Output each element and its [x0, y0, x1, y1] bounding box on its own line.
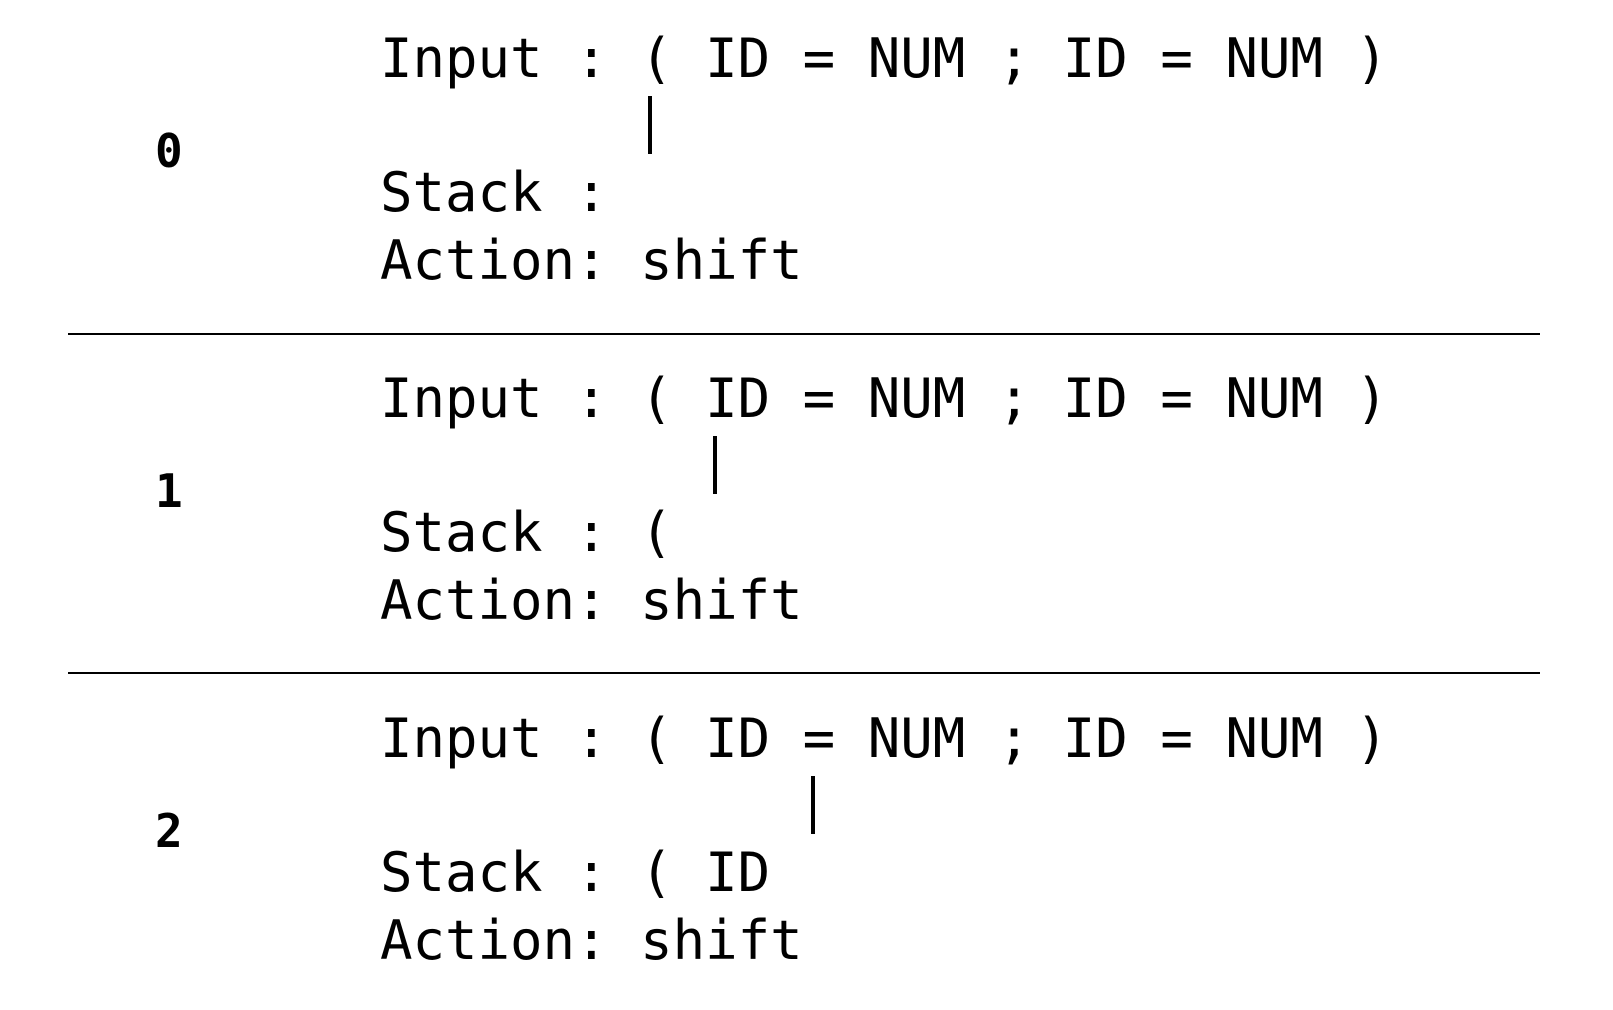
input-token: = — [1160, 27, 1193, 90]
input-tokens: ( ID = NUM ; ID = NUM ) — [640, 367, 1388, 430]
input-token: ID — [1062, 27, 1128, 90]
input-token: ; — [997, 707, 1031, 770]
input-cursor — [811, 776, 815, 834]
input-token: ( — [640, 367, 673, 430]
step-divider — [68, 333, 1540, 335]
stack-label: Stack : — [380, 161, 641, 224]
parse-step-1: 1 Input : ( ID = NUM ; ID = NUM ) Stack … — [0, 340, 1613, 670]
input-token: ID — [1062, 367, 1128, 430]
step-number: 1 — [155, 464, 183, 518]
action-value: shift — [640, 229, 803, 292]
action-label: Action: — [380, 569, 641, 632]
action-line: Action: shift — [380, 574, 803, 628]
input-token: ID — [1062, 707, 1128, 770]
input-token: NUM — [1225, 367, 1323, 430]
input-token: ID — [705, 27, 771, 90]
input-token: NUM — [867, 707, 966, 770]
stack-line: Stack : ( — [380, 506, 673, 560]
input-line: Input : ( ID = NUM ; ID = NUM ) — [380, 32, 1388, 86]
input-token: = — [802, 707, 836, 770]
stack-line: Stack : ( ID — [380, 846, 770, 900]
stack-label: Stack : — [380, 841, 641, 904]
parse-step-2: 2 Input : ( ID = NUM ; ID = NUM ) Stack … — [0, 680, 1613, 1010]
input-token: NUM — [867, 367, 966, 430]
input-token: NUM — [867, 27, 966, 90]
action-label: Action: — [380, 229, 641, 292]
action-value: shift — [640, 569, 803, 632]
input-token: ) — [1355, 27, 1388, 90]
input-token: ID — [705, 707, 771, 770]
input-token: NUM — [1225, 707, 1323, 770]
input-token: ; — [997, 367, 1031, 430]
input-token: ; — [997, 27, 1031, 90]
action-label: Action: — [380, 909, 641, 972]
input-token: = — [1160, 707, 1193, 770]
action-value: shift — [640, 909, 803, 972]
action-line: Action: shift — [380, 234, 803, 288]
input-token: ( — [640, 27, 673, 90]
input-label: Input : — [380, 27, 641, 90]
input-token: = — [802, 367, 836, 430]
input-token: ( — [640, 707, 673, 770]
input-line: Input : ( ID = NUM ; ID = NUM ) — [380, 372, 1388, 426]
input-cursor — [648, 96, 652, 154]
parse-step-0: 0 Input : ( ID = NUM ; ID = NUM ) Stack … — [0, 0, 1613, 330]
action-line: Action: shift — [380, 914, 803, 968]
step-divider — [68, 672, 1540, 674]
input-token: ) — [1355, 707, 1388, 770]
input-label: Input : — [380, 707, 641, 770]
input-tokens: ( ID = NUM ; ID = NUM ) — [640, 707, 1388, 770]
stack-line: Stack : — [380, 166, 640, 220]
input-token: ) — [1355, 367, 1388, 430]
input-token: = — [1160, 367, 1193, 430]
stack-contents: ( — [640, 501, 673, 564]
stack-label: Stack : — [380, 501, 641, 564]
input-label: Input : — [380, 367, 641, 430]
input-tokens: ( ID = NUM ; ID = NUM ) — [640, 27, 1388, 90]
step-number: 0 — [155, 124, 183, 178]
input-line: Input : ( ID = NUM ; ID = NUM ) — [380, 712, 1388, 766]
input-token: = — [802, 27, 836, 90]
input-token: ID — [705, 367, 771, 430]
step-number: 2 — [155, 804, 183, 858]
stack-contents: ( ID — [640, 841, 771, 904]
input-cursor — [713, 436, 717, 494]
input-token: NUM — [1225, 27, 1323, 90]
